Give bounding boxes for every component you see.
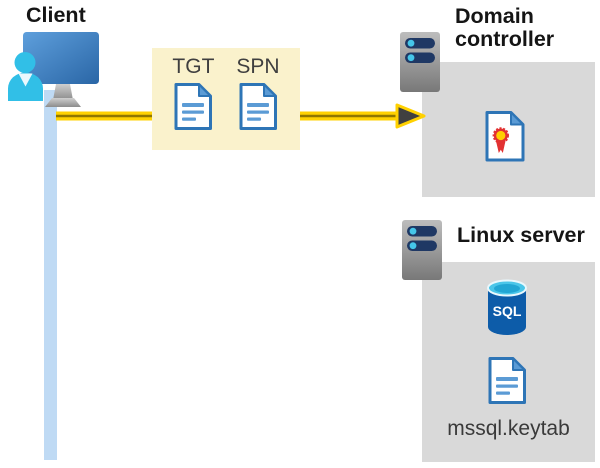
tgt-document-icon — [174, 83, 213, 130]
sql-database-icon: SQL — [487, 279, 527, 335]
certificate-ribbon — [496, 141, 506, 153]
keytab-document-icon — [488, 357, 526, 404]
spn-document-icon — [239, 83, 277, 130]
monitor-screen — [23, 32, 99, 84]
spn-ticket: SPN — [236, 55, 280, 131]
client-workstation-icon — [8, 32, 99, 107]
sql-logo-text: SQL — [493, 303, 522, 319]
certificate-icon — [485, 111, 525, 162]
tgt-label: TGT — [172, 55, 215, 78]
tgt-ticket: TGT — [172, 55, 214, 131]
domain-controller-label: Domain controller — [455, 4, 555, 52]
client-timeline-bar — [44, 90, 57, 460]
ticket-box: TGT SPN — [152, 48, 300, 150]
person-body — [8, 72, 43, 101]
client-label: Client — [26, 3, 86, 27]
monitor-stand-neck — [53, 84, 73, 100]
domain-controller-server-icon — [400, 32, 440, 92]
keytab-filename-label: mssql.keytab — [447, 417, 570, 440]
monitor-stand-base — [45, 98, 81, 107]
linux-server-icon — [402, 220, 442, 280]
person-head — [14, 52, 36, 73]
person-collar — [18, 73, 33, 87]
spn-label: SPN — [236, 55, 280, 78]
arrowhead — [395, 103, 426, 129]
linux-server-label: Linux server — [457, 223, 585, 247]
